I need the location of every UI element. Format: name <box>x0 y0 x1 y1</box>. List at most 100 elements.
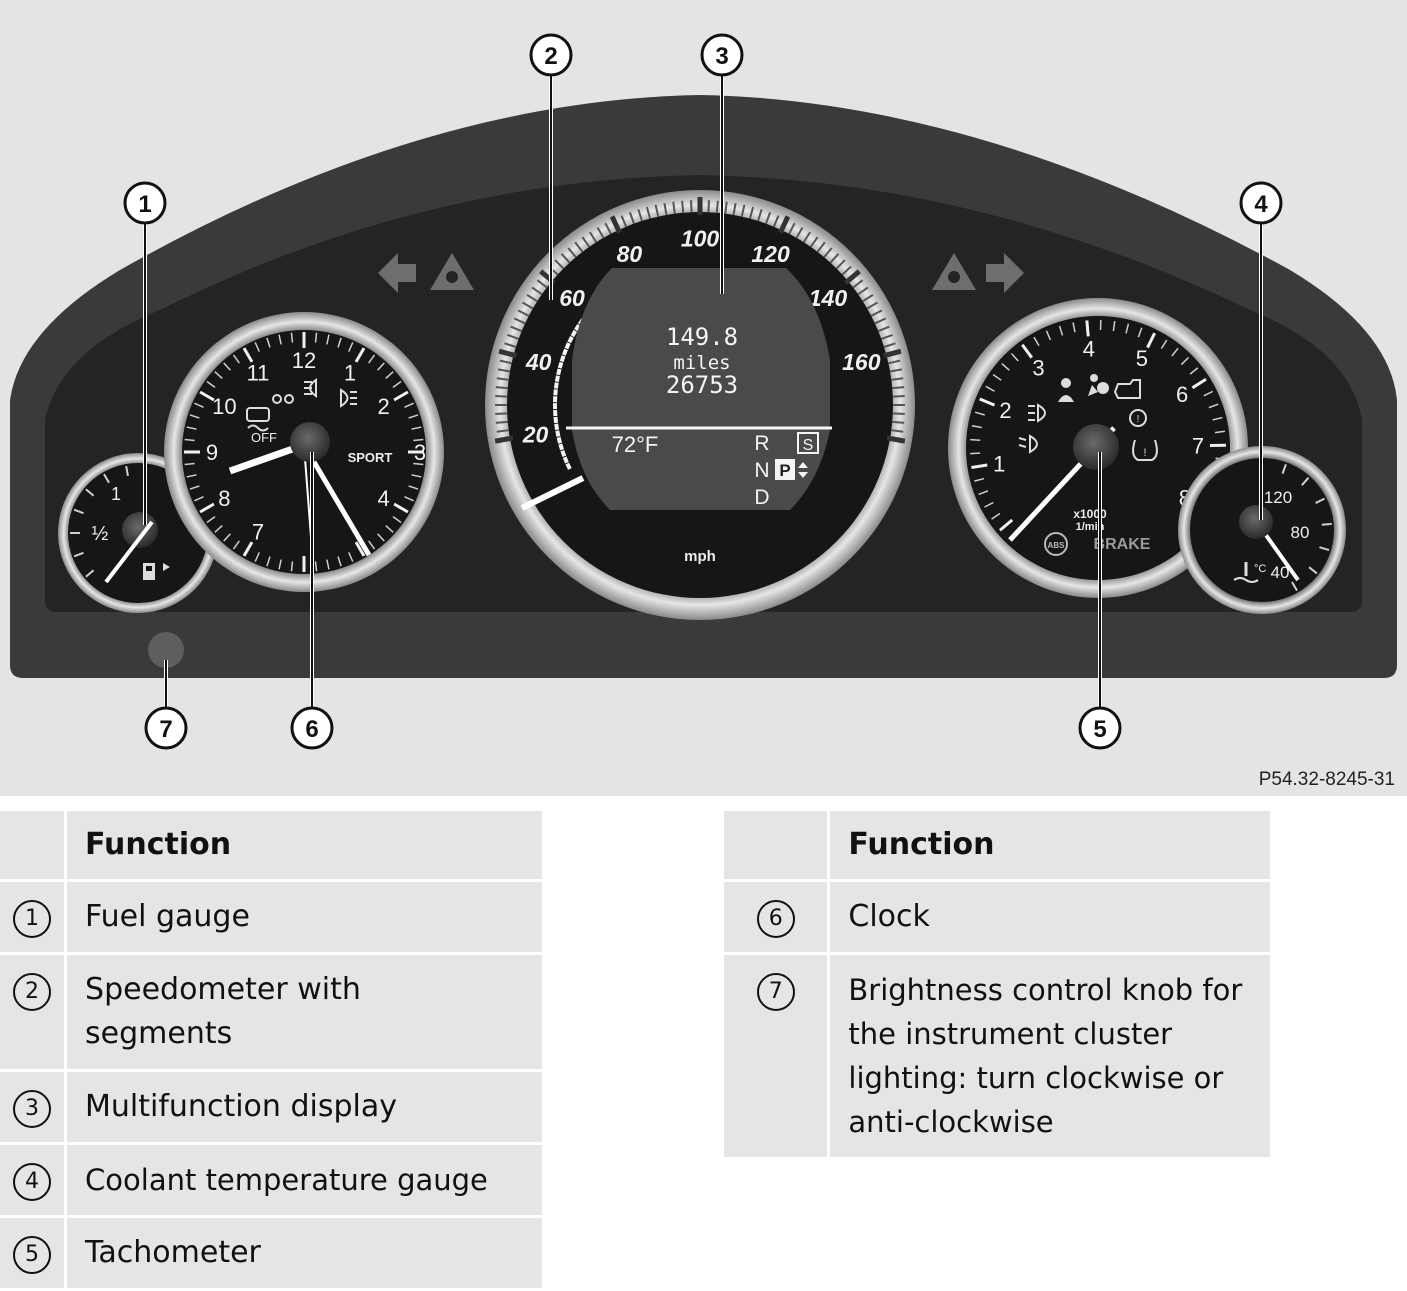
speedometer-minor-tick <box>495 413 507 414</box>
coolant-gauge-hub <box>1239 505 1273 539</box>
legend-text-coolant-gauge: Coolant temperature gauge <box>67 1145 542 1215</box>
legend-header-number-cell <box>0 811 67 879</box>
legend-row-3: 3 Multifunction display <box>0 1072 542 1142</box>
fuel-gauge-hub <box>122 512 158 548</box>
callout-3: 3 <box>702 35 742 75</box>
clock-numeral: 9 <box>206 440 218 465</box>
legend-number-4: 4 <box>13 1163 51 1201</box>
legend-row-2: 2 Speedometer with segments <box>0 955 542 1069</box>
speedometer-segment <box>554 382 559 388</box>
speedometer-numeral: 40 <box>525 349 552 375</box>
legend-number-cell: 1 <box>0 882 67 952</box>
svg-text:1: 1 <box>138 191 151 218</box>
svg-text:3: 3 <box>715 43 728 70</box>
speedometer-minor-tick <box>893 396 905 397</box>
speedometer-minor-tick <box>495 396 507 397</box>
speedometer-numeral: 160 <box>842 349 881 375</box>
coolant-gauge-tick <box>1322 524 1332 525</box>
legend-text-multifunction-display: Multifunction display <box>67 1072 542 1142</box>
mode-s: S <box>803 437 814 454</box>
callout-2: 2 <box>531 35 571 75</box>
clock-numeral: 10 <box>212 394 236 419</box>
speedometer-numeral: 60 <box>559 285 585 311</box>
legend-header-number-cell <box>724 811 830 879</box>
clock-numeral: 7 <box>252 520 264 545</box>
speedometer-major-tick <box>887 438 905 441</box>
coolant-label-80: 80 <box>1291 523 1310 542</box>
svg-text:ABS: ABS <box>1048 541 1066 550</box>
legend-number-cell: 6 <box>724 882 830 952</box>
tachometer-numeral: 1 <box>993 452 1005 477</box>
odometer: 26753 <box>666 371 738 399</box>
tachometer-numeral: 5 <box>1136 346 1148 371</box>
tachometer-minor-tick <box>970 440 980 441</box>
tachometer-numeral: 6 <box>1176 382 1188 407</box>
fuel-label-half: ½ <box>92 523 109 545</box>
speedometer-unit: mph <box>684 548 716 565</box>
legend-number-3: 3 <box>13 1090 51 1128</box>
figure-reference: P54.32-8245-31 <box>1259 769 1395 790</box>
clock-numeral: 4 <box>378 486 390 511</box>
speedometer-minor-tick <box>691 200 692 212</box>
speedometer-numeral: 100 <box>681 225 720 251</box>
tachometer-numeral: 7 <box>1192 433 1204 458</box>
speedometer-segment <box>553 403 557 409</box>
legend-row-4: 4 Coolant temperature gauge <box>0 1145 542 1215</box>
clock-minute-tick <box>315 333 316 343</box>
clock-numeral: 11 <box>247 360 270 385</box>
clock-numeral: 8 <box>218 486 230 511</box>
legend-number-cell: 2 <box>0 955 67 1069</box>
speedometer-minor-tick <box>708 200 709 212</box>
speedometer-numeral: 140 <box>809 285 848 311</box>
speedometer-segment <box>553 389 558 395</box>
svg-text:!: ! <box>1137 414 1140 425</box>
legend-number-1: 1 <box>13 900 51 938</box>
speedometer-minor-tick <box>892 422 904 423</box>
speedometer-minor-tick <box>893 413 905 414</box>
speedometer-segment <box>553 396 557 402</box>
callout-6: 6 <box>292 708 332 748</box>
svg-text:7: 7 <box>159 716 172 743</box>
clock-minute-tick <box>185 463 195 464</box>
legend-text-speedometer: Speedometer with segments <box>67 955 542 1069</box>
speedometer-numeral: 120 <box>751 241 790 267</box>
coolant-unit: °C <box>1254 563 1266 575</box>
coolant-label-120: 120 <box>1264 488 1292 507</box>
speedometer-minor-tick <box>717 201 718 213</box>
legend-header-function: Function <box>67 811 542 879</box>
clock-minute-tick <box>291 333 292 343</box>
gear-r: R <box>754 432 769 455</box>
callout-1: 1 <box>125 183 165 223</box>
clock-minute-tick <box>291 561 292 571</box>
brake-warning-label: BRAKE <box>1094 536 1151 553</box>
legend-text-tachometer: Tachometer <box>67 1218 542 1288</box>
tachometer-numeral: 4 <box>1083 336 1095 361</box>
legend-text-clock: Clock <box>830 882 1270 952</box>
tachometer-numeral: 3 <box>1032 356 1044 381</box>
legend-table-right: Function 6 Clock 7 Brightness control kn… <box>724 808 1270 1160</box>
callout-5: 5 <box>1080 708 1120 748</box>
sport-label: SPORT <box>348 450 393 465</box>
speedometer-minor-tick <box>496 387 508 388</box>
speedometer-minor-tick <box>892 387 904 388</box>
svg-text:6: 6 <box>305 716 318 743</box>
speedometer-minor-tick <box>496 422 508 423</box>
speedometer-segment <box>553 410 557 416</box>
speedometer-numeral: 80 <box>617 241 643 267</box>
legend-row-7: 7 Brightness control knob for the instru… <box>724 955 1270 1157</box>
gear-d: D <box>754 486 769 509</box>
legend-number-cell: 5 <box>0 1218 67 1288</box>
svg-text:2: 2 <box>544 43 557 70</box>
legend-number-cell: 7 <box>724 955 830 1157</box>
svg-text:5: 5 <box>1093 716 1106 743</box>
fuel-label-full: 1 <box>111 484 121 504</box>
legend-row-5: 5 Tachometer <box>0 1218 542 1288</box>
legend-number-5: 5 <box>13 1236 51 1274</box>
gear-p: P <box>779 461 790 480</box>
callout-7: 7 <box>146 708 186 748</box>
legend-table-left: Function 1 Fuel gauge 2 Speedometer with… <box>0 808 542 1291</box>
esp-off-label: OFF <box>251 430 277 445</box>
speedometer-numeral: 20 <box>522 421 549 447</box>
